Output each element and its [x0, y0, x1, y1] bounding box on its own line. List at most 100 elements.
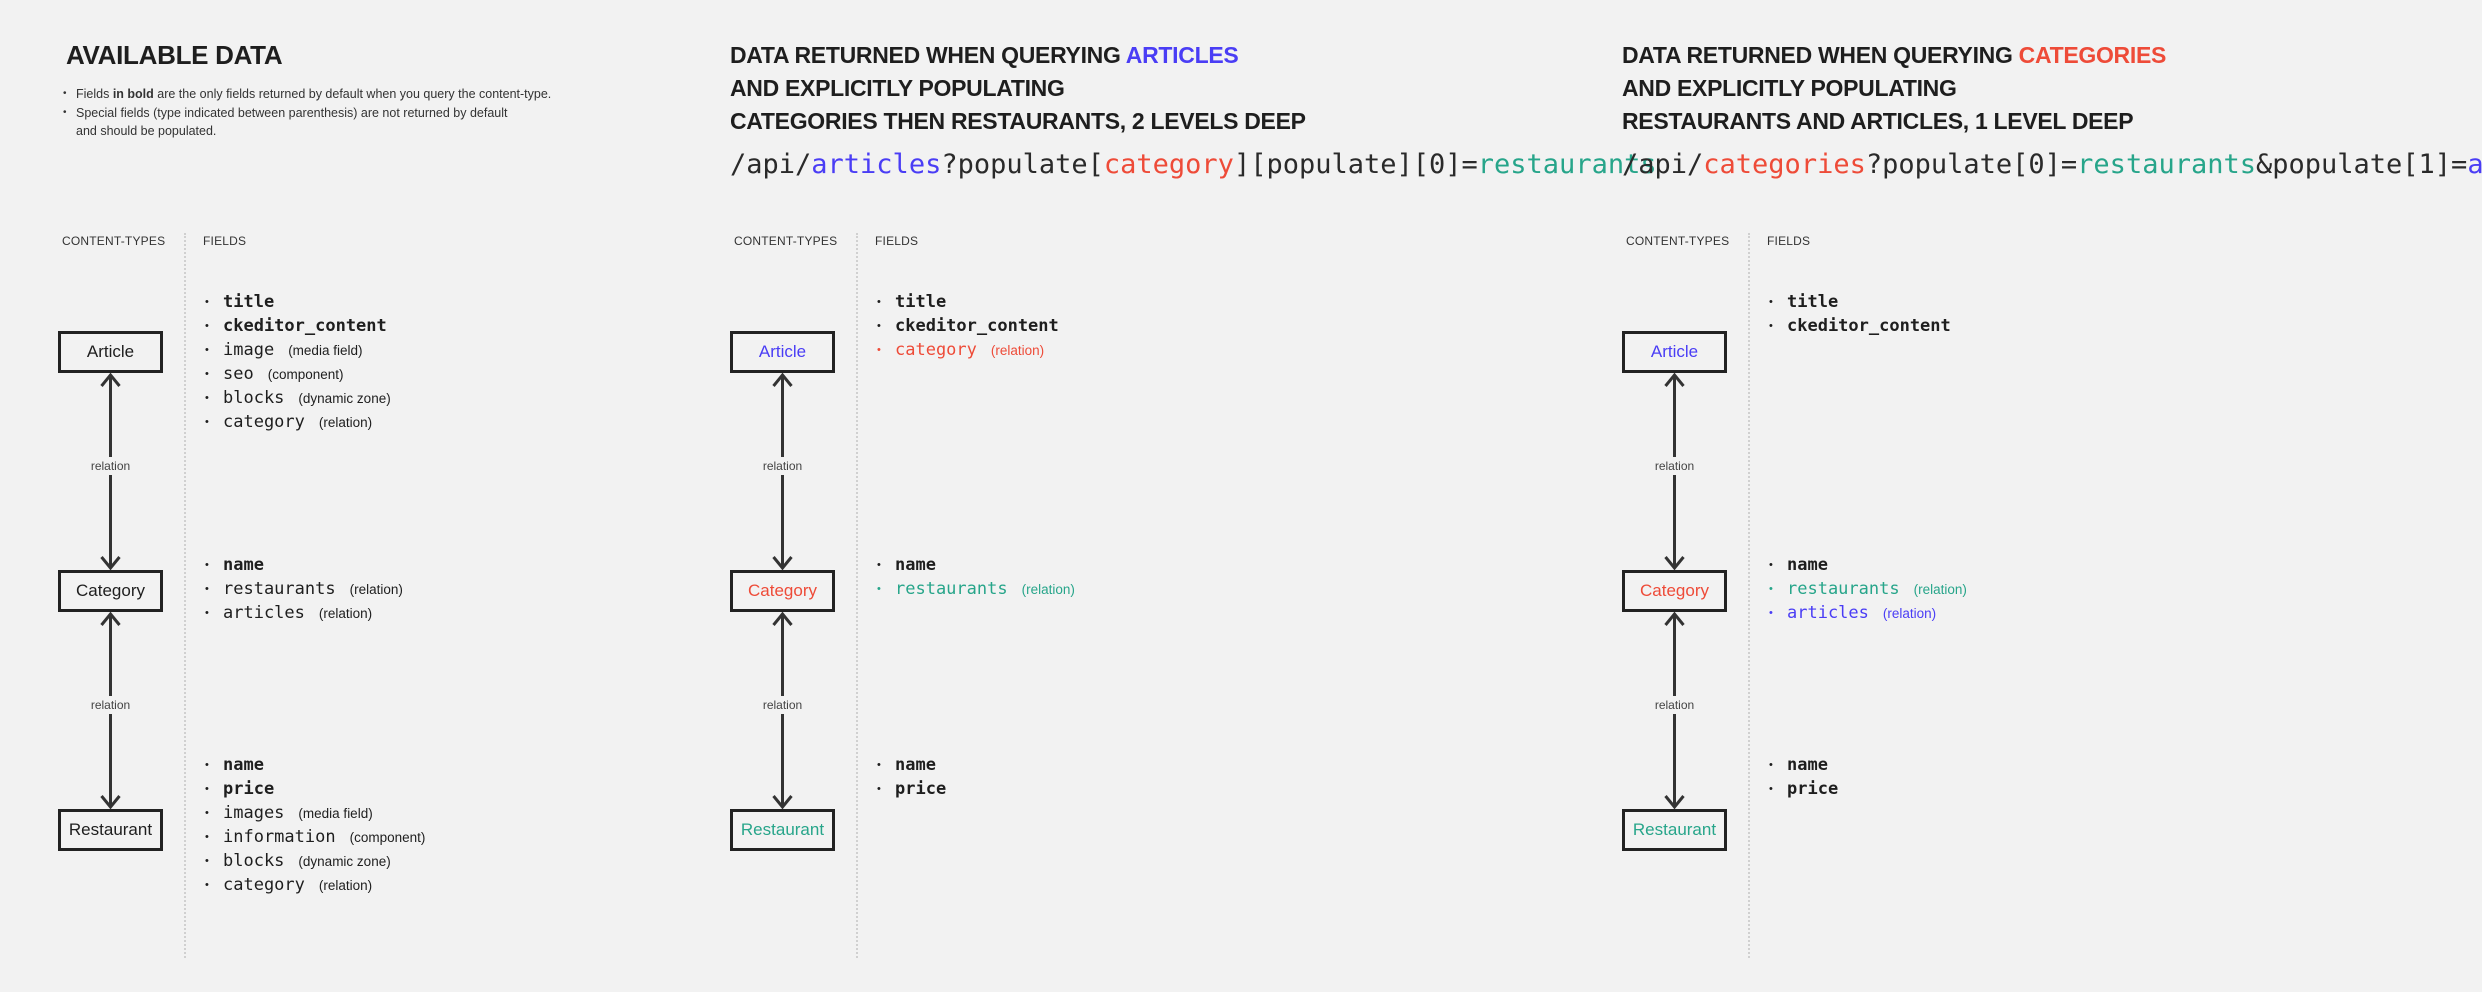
field-type-note: (relation): [990, 342, 1045, 358]
bullet-icon: •: [205, 392, 209, 404]
content-type-article: Article: [730, 331, 835, 373]
field-name: category: [223, 412, 305, 432]
field-item: • restaurants (relation): [877, 577, 1075, 601]
column-divider: [184, 233, 186, 958]
bullet-icon: •: [1769, 559, 1773, 571]
field-item: •image(media field): [205, 338, 391, 362]
title-highlight: CATEGORIES: [2018, 42, 2167, 68]
field-item: •title: [877, 290, 1059, 314]
field-item: •seo(component): [205, 362, 391, 386]
title-text: DATA RETURNED WHEN QUERYING: [730, 42, 1126, 68]
field-item: •information(component): [205, 825, 425, 849]
bullet-icon: •: [205, 559, 209, 571]
arrow-up-icon: [772, 372, 793, 387]
field-name: ckeditor_content: [1787, 316, 1951, 336]
field-item: • price: [205, 777, 425, 801]
field-item: • name: [1769, 553, 1967, 577]
content-type-category: Category: [58, 570, 163, 612]
fields-header: FIELDS: [875, 234, 919, 248]
fields-header: FIELDS: [203, 234, 247, 248]
note-item: Fields in bold are the only fields retur…: [63, 85, 551, 104]
bullet-icon: •: [1769, 607, 1773, 619]
url-text: /api/: [1622, 149, 1704, 180]
bullet-icon: •: [1769, 320, 1773, 332]
field-item: •name: [1769, 753, 1838, 777]
title-line: AND EXPLICITLY POPULATING: [730, 72, 1306, 105]
field-name: images: [223, 803, 285, 823]
field-name: title: [1787, 292, 1839, 312]
field-type-note: (component): [267, 366, 344, 382]
arrow-down-icon: [1664, 556, 1685, 571]
content-type-article: Article: [58, 331, 163, 373]
restaurant-fields-list: •name•price•images(media field)•informat…: [205, 753, 425, 897]
field-item: •price: [1769, 777, 1838, 801]
content-type-category: Category: [1622, 570, 1727, 612]
field-name: articles: [1787, 603, 1869, 623]
field-type-note: (relation): [1913, 581, 1967, 597]
field-item: •ckeditor_content: [205, 314, 391, 338]
url-highlight: articles: [2467, 149, 2482, 180]
field-name: restaurants: [1787, 579, 1900, 599]
title-text: CATEGORIES THEN RESTAURANTS, 2 LEVELS DE…: [730, 108, 1306, 134]
field-name: name: [1787, 555, 1828, 575]
content-type-restaurant: Restaurant: [58, 809, 163, 851]
panel-title: DATA RETURNED WHEN QUERYING ARTICLES AND …: [730, 39, 1306, 138]
bullet-icon: •: [877, 583, 881, 595]
field-name: title: [223, 292, 275, 312]
url-highlight: articles: [811, 149, 942, 180]
title-text: AND EXPLICITLY POPULATING: [730, 75, 1065, 101]
content-type-restaurant: Restaurant: [1622, 809, 1727, 851]
field-type-note: (dynamic zone): [298, 390, 391, 406]
title-line: DATA RETURNED WHEN QUERYING CATEGORIES: [1622, 39, 2166, 72]
relation-label: relation: [1654, 695, 1695, 714]
arrow-up-icon: [100, 372, 121, 387]
field-item: •category(relation): [205, 873, 425, 897]
title-highlight: ARTICLES: [1125, 42, 1239, 68]
category-fields-list: • name • restaurants (relation) • articles (rel…: [1769, 553, 1967, 625]
api-url: /api/articles?populate[category][populat…: [730, 148, 1657, 182]
title-text: DATA RETURNED WHEN QUERYING: [1622, 42, 2019, 68]
field-name: restaurants: [895, 579, 1008, 599]
title-line: DATA RETURNED WHEN QUERYING ARTICLES: [730, 39, 1306, 72]
field-item: • restaurants (relation): [1769, 577, 1967, 601]
field-name: category: [223, 875, 305, 895]
field-name: price: [223, 779, 275, 799]
content-types-header: CONTENT-TYPES: [734, 234, 838, 248]
relation-label: relation: [90, 695, 131, 714]
title-line: CATEGORIES THEN RESTAURANTS, 2 LEVELS DE…: [730, 105, 1306, 138]
url-text: /api/: [730, 149, 812, 180]
article-fields-list: •title•ckeditor_content•category(relatio…: [877, 290, 1059, 362]
field-item: •name: [205, 553, 403, 577]
title-line: AND EXPLICITLY POPULATING: [1622, 72, 2166, 105]
field-name: name: [223, 755, 264, 775]
column-divider: [1748, 233, 1750, 958]
title-line: RESTAURANTS AND ARTICLES, 1 LEVEL DEEP: [1622, 105, 2166, 138]
field-type-note: (component): [349, 829, 426, 845]
field-item: •name: [877, 753, 946, 777]
bullet-icon: •: [877, 320, 881, 332]
bullet-icon: •: [205, 783, 209, 795]
api-url: /api/categories?populate[0]=restaurants&…: [1622, 148, 2482, 182]
content-type-restaurant: Restaurant: [730, 809, 835, 851]
field-type-note: (relation): [1021, 581, 1075, 597]
field-item: •blocks(dynamic zone): [205, 849, 425, 873]
note-text: Fields: [76, 87, 113, 101]
arrow-down-icon: [1664, 795, 1685, 810]
relation-label: relation: [90, 456, 131, 475]
arrow-up-icon: [1664, 372, 1685, 387]
bullet-icon: •: [1769, 583, 1773, 595]
column-divider: [856, 233, 858, 958]
bullet-icon: •: [1769, 296, 1773, 308]
field-type-note: (relation): [1882, 605, 1937, 621]
relation-label: relation: [1654, 456, 1695, 475]
arrow-down-icon: [100, 556, 121, 571]
arrow-up-icon: [772, 611, 793, 626]
note-item: and should be populated.: [63, 122, 551, 141]
url-text: ][populate][0]=: [1233, 149, 1478, 180]
field-name: information: [223, 827, 336, 847]
arrow-down-icon: [772, 795, 793, 810]
article-fields-list: • title•ckeditor_content•image(media fiel…: [205, 290, 391, 434]
arrow-up-icon: [100, 611, 121, 626]
field-item: •category(relation): [205, 410, 391, 434]
title-text: AND EXPLICITLY POPULATING: [1622, 75, 1957, 101]
